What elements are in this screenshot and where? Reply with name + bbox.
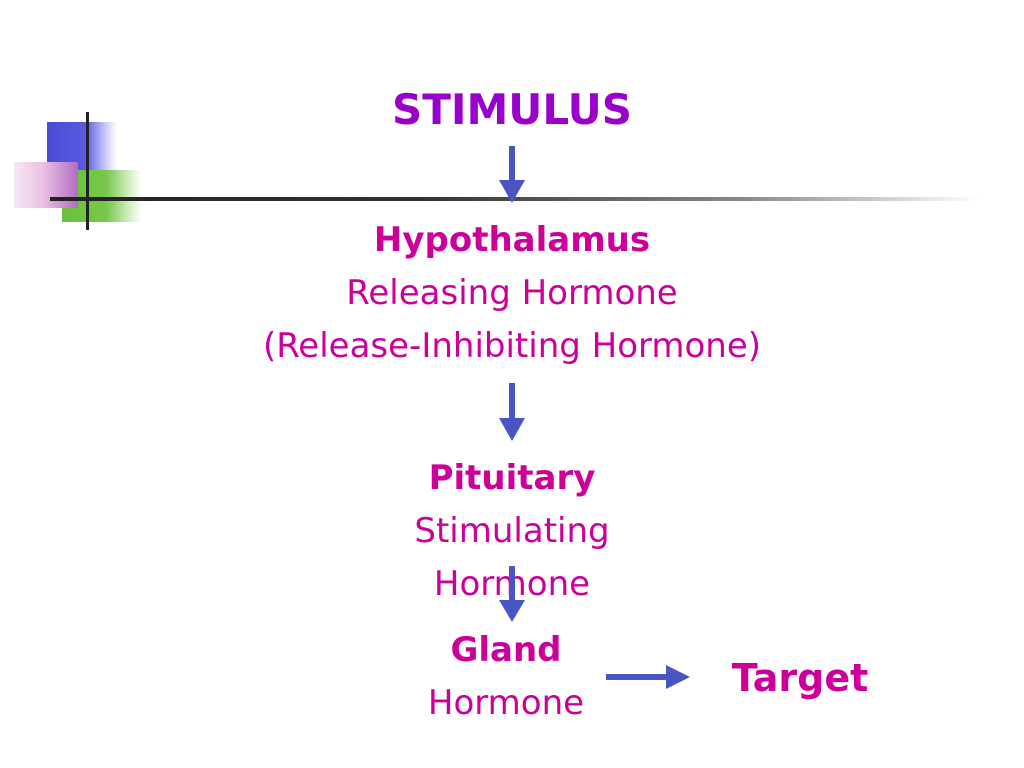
gland-heading: Gland [450, 630, 562, 670]
arrow-pituitary-to-gland [499, 566, 525, 622]
hypothalamus-heading: Hypothalamus [373, 220, 651, 260]
arrow-hypothalamus-to-pituitary [499, 383, 525, 441]
arrow-gland-to-target [606, 665, 690, 689]
stimulus-title: STIMULUS [391, 85, 633, 134]
hypothalamus-line-2: (Release-Inhibiting Hormone) [262, 326, 762, 366]
gland-line-1: Hormone [427, 683, 585, 723]
target-label: Target [731, 656, 869, 700]
hypothalamus-block: Hypothalamus Releasing Hormone (Release-… [0, 214, 1024, 373]
horizontal-rule [50, 197, 980, 201]
pituitary-heading: Pituitary [428, 458, 596, 498]
gland-block: Gland Hormone [306, 624, 706, 730]
hypothalamus-line-1: Releasing Hormone [346, 273, 678, 313]
pituitary-line-1: Stimulating [414, 511, 610, 551]
corner-decoration [0, 0, 1024, 240]
vertical-rule [86, 112, 89, 230]
arrow-stimulus-to-hypothalamus [499, 146, 525, 203]
